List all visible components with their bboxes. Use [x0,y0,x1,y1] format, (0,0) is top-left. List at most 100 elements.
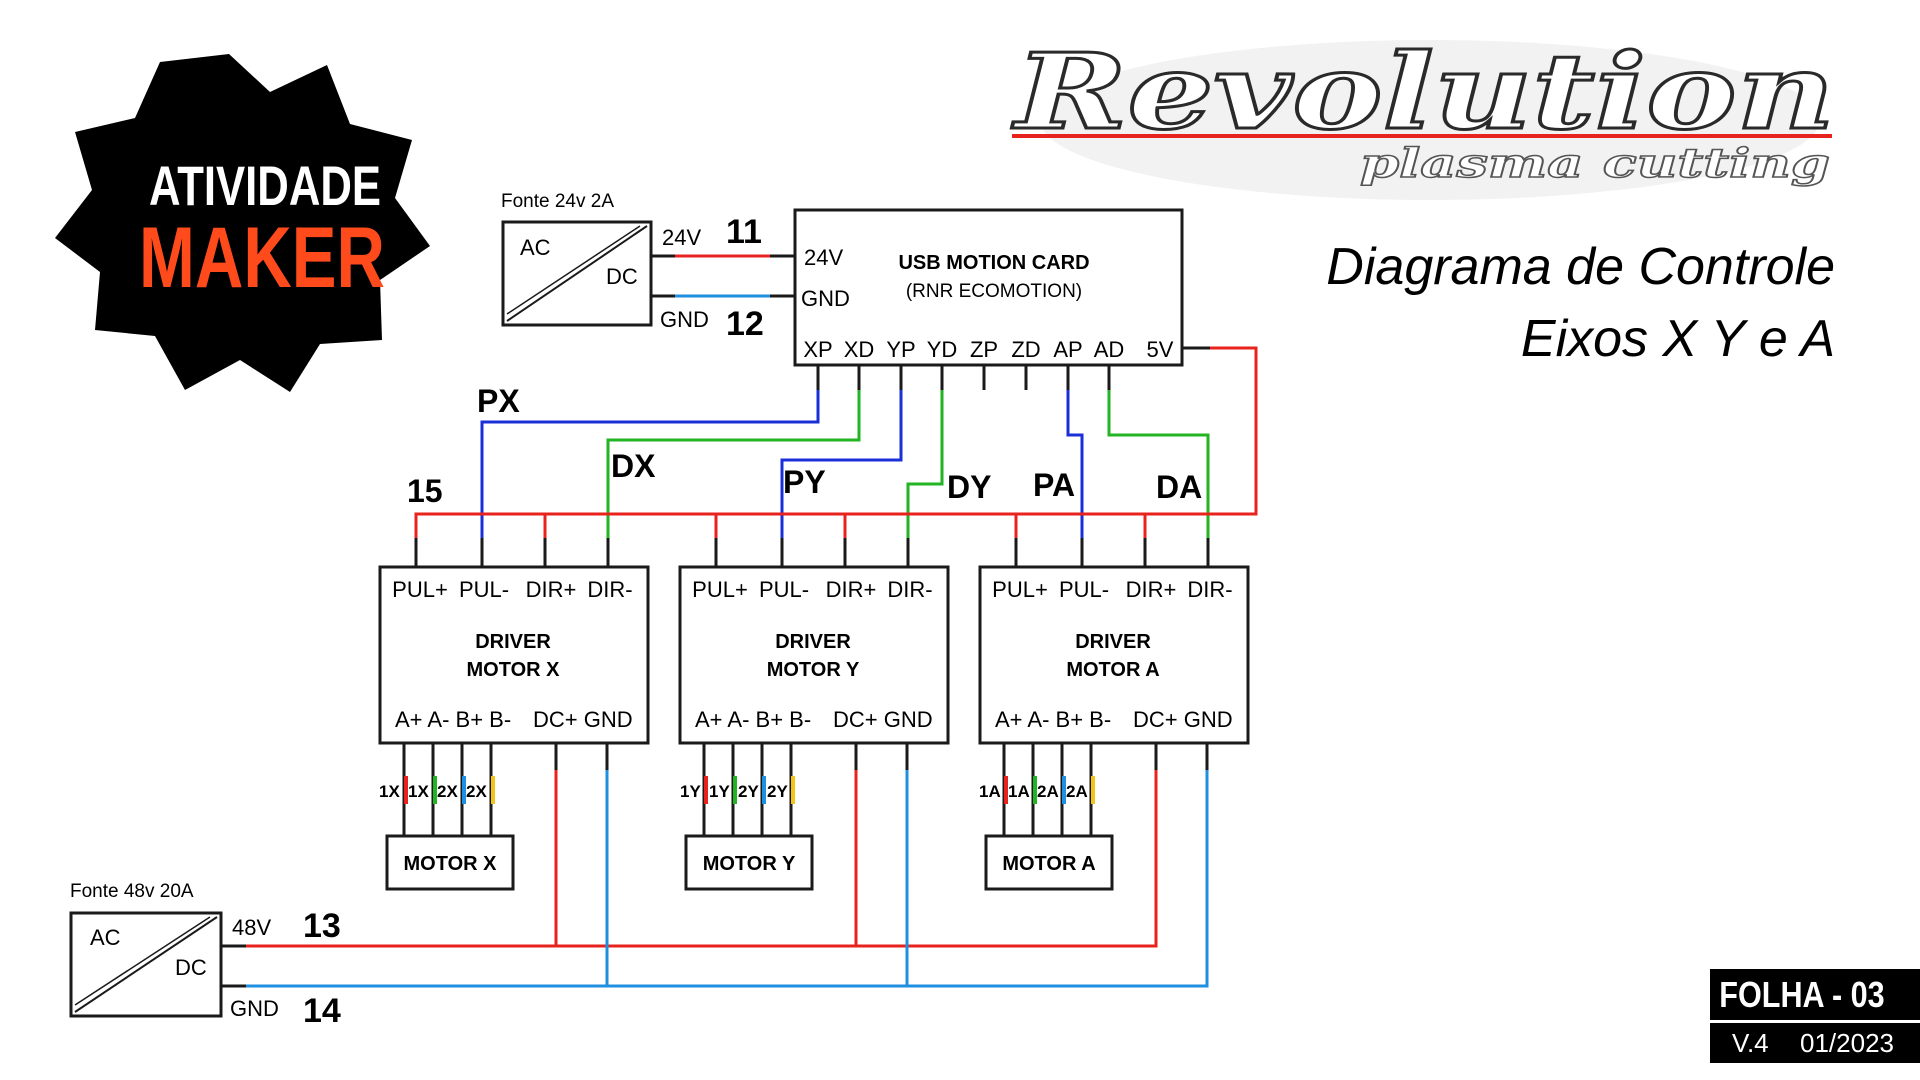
coil-label: 2A [1066,782,1088,801]
driver-power-pins: DC+ GND [533,707,633,732]
coil-label: 2X [466,782,487,801]
motor-box [984,834,1114,891]
psu-48v-ac: AC [90,925,121,950]
driver-pin: PUL- [1059,577,1109,602]
motion-card-title: USB MOTION CARD [898,252,1089,274]
driver-pin: DIR+ [1126,577,1177,602]
driver-coil-pins: A+ A- B+ B- [695,707,811,732]
driver-subtitle: MOTOR Y [767,659,860,681]
psu-48v-out-neg: GND [230,996,279,1021]
psu-24v: Fonte 24v 2A AC DC 24V GND 11 12 [501,191,764,343]
motion-card-pin: ZP [970,337,998,362]
usb-motion-card: USB MOTION CARD (RNR ECOMOTION) 24V GND … [793,208,1184,367]
wire-da [1107,390,1210,538]
motion-card-pin-24v: 24V [804,245,843,270]
motor-label: MOTOR A [1002,853,1095,875]
driver-pin: PUL+ [392,577,448,602]
motion-card-pin: XD [844,337,875,362]
wire-label-13: 13 [303,907,341,945]
coil-label: 1X [379,782,400,801]
psu-24v-out-pos: 24V [662,225,701,250]
psu-48v-caption: Fonte 48v 20A [70,881,194,902]
driver-pin: PUL+ [992,577,1048,602]
brand-underline [1012,134,1832,138]
driver-power-pins: DC+ GND [1133,707,1233,732]
motion-card-pin: AD [1094,337,1125,362]
wire-label-11: 11 [726,213,762,251]
wire-dy [906,390,944,538]
motion-card-pin: ZD [1011,337,1040,362]
diagram-title-line2: Eixos X Y e A [1521,310,1835,368]
driver-pin: DIR- [887,577,932,602]
motion-card-box [793,208,1184,367]
gear-icon [55,54,430,392]
signal-label-pa: PA [1033,467,1075,503]
motion-card-pin: AP [1053,337,1082,362]
driver-top-stubs [414,538,1210,566]
psu-24v-ac: AC [520,235,551,260]
psu-24v-out-neg: GND [660,307,709,332]
driver-pin: DIR- [587,577,632,602]
driver-subtitle: MOTOR A [1066,659,1159,681]
sheet-label-bg [1710,969,1920,1020]
coil-label: 2A [1037,782,1059,801]
driver-box [978,565,1250,745]
driver-box [678,565,950,745]
driver-pin: DIR+ [826,577,877,602]
driver-pin: DIR+ [526,577,577,602]
card-pin-stubs [816,346,1210,390]
coil-label: 1Y [709,782,730,801]
wire-gnd-bus [246,743,1209,988]
motion-card-pin: YD [927,337,958,362]
motion-card-pin: YP [886,337,915,362]
psu-48v-dc: DC [175,955,207,980]
logo-line1: ATIVIDADE [149,155,381,217]
psu-48v-out-pos: 48V [232,915,271,940]
wire-label-14: 14 [303,992,341,1030]
signal-label-da: DA [1156,469,1202,505]
sheet-version: V.4 [1732,1028,1769,1058]
sheet-stamp: FOLHA - 03 V.4 01/2023 [1710,969,1920,1063]
coil-label: 2Y [738,782,759,801]
driver-motor-a: PUL+ PUL- DIR+ DIR- DRIVER MOTOR A A+ A-… [978,565,1250,745]
wire-pa [1066,390,1084,538]
driver-title: DRIVER [475,631,551,653]
coil-label: 1Y [680,782,701,801]
driver-coil-pins: A+ A- B+ B- [395,707,511,732]
signal-label-dy: DY [947,469,991,505]
driver-title: DRIVER [1075,631,1151,653]
driver-pin: PUL- [759,577,809,602]
sheet-label: FOLHA - 03 [1719,976,1884,1016]
revolution-brand: Revolution plasma cutting [1010,29,1837,200]
driver-box [378,565,650,745]
brand-tagline: plasma cutting [1360,140,1830,187]
motor-box [684,834,814,891]
driver-subtitle: MOTOR X [467,659,561,681]
coil-label: 1X [408,782,429,801]
motor-label: MOTOR Y [703,853,796,875]
diagram-title-line1: Diagrama de Controle [1326,238,1835,296]
coil-wires-a: 1A 1A 2A 2A MOTOR A [979,743,1114,891]
wire-py [780,390,903,538]
wire-px [480,390,820,538]
logo-line2: MAKER [139,210,385,306]
motion-card-pin: XP [803,337,832,362]
signal-label-px: PX [477,383,520,419]
driver-motor-x: PUL+ PUL- DIR+ DIR- DRIVER MOTOR X A+ A-… [378,565,650,745]
driver-motor-y: PUL+ PUL- DIR+ DIR- DRIVER MOTOR Y A+ A-… [678,565,950,745]
signal-label-dx: DX [611,448,656,484]
psu-24v-caption: Fonte 24v 2A [501,191,614,212]
motor-label: MOTOR X [404,853,498,875]
wire-dx [606,390,861,538]
motor-box [385,834,515,891]
motion-card-pin: 5V [1147,337,1174,362]
motion-card-subtitle: (RNR ECOMOTION) [906,281,1082,302]
sheet-date: 01/2023 [1800,1028,1894,1058]
driver-pin: PUL- [459,577,509,602]
motion-card-pin-gnd: GND [801,286,850,311]
coil-label: 1A [979,782,1001,801]
wire-48v-bus [246,743,1158,948]
signal-label-py: PY [783,464,826,500]
psu-24v-dc: DC [606,264,638,289]
